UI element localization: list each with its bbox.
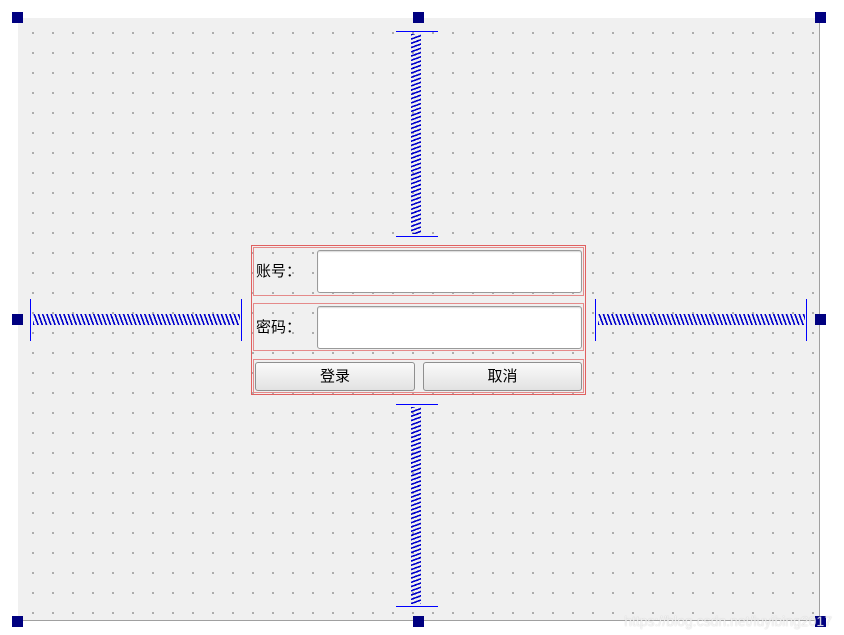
horizontal-spacer-right[interactable] (595, 299, 808, 341)
resize-handle-top-center[interactable] (413, 12, 424, 23)
resize-handle-top-right[interactable] (815, 12, 826, 23)
password-label: 密码： (256, 318, 302, 336)
login-form-layout[interactable] (251, 245, 586, 395)
spacer-cap (396, 236, 438, 237)
spacer-spring (411, 407, 421, 604)
spacer-spring (33, 314, 240, 325)
cancel-button[interactable]: 取消 (423, 362, 582, 391)
spacer-cap (396, 606, 438, 607)
spacer-cap (806, 299, 807, 341)
account-label: 账号： (256, 262, 302, 280)
vertical-spacer-bottom[interactable] (396, 404, 438, 608)
button-row-layout (253, 359, 584, 393)
spacer-cap (396, 404, 438, 405)
resize-handle-bottom-right[interactable] (815, 616, 826, 627)
watermark-text: https://blog.csdn.net/luyibing2017 (624, 613, 832, 629)
account-row-layout (253, 247, 584, 296)
password-input[interactable] (317, 306, 582, 349)
spacer-cap (30, 299, 31, 341)
horizontal-spacer-left[interactable] (30, 299, 243, 341)
spacer-cap (396, 31, 438, 32)
vertical-spacer-top[interactable] (396, 31, 438, 238)
login-button[interactable]: 登录 (255, 362, 415, 391)
resize-handle-top-left[interactable] (12, 12, 23, 23)
resize-handle-bottom-left[interactable] (12, 616, 23, 627)
account-input[interactable] (317, 250, 582, 293)
spacer-cap (241, 299, 242, 341)
spacer-spring (598, 314, 805, 325)
resize-handle-middle-left[interactable] (12, 314, 23, 325)
spacer-spring (411, 34, 421, 234)
resize-handle-bottom-center[interactable] (413, 616, 424, 627)
password-row-layout (253, 303, 584, 351)
resize-handle-middle-right[interactable] (815, 314, 826, 325)
spacer-cap (595, 299, 596, 341)
